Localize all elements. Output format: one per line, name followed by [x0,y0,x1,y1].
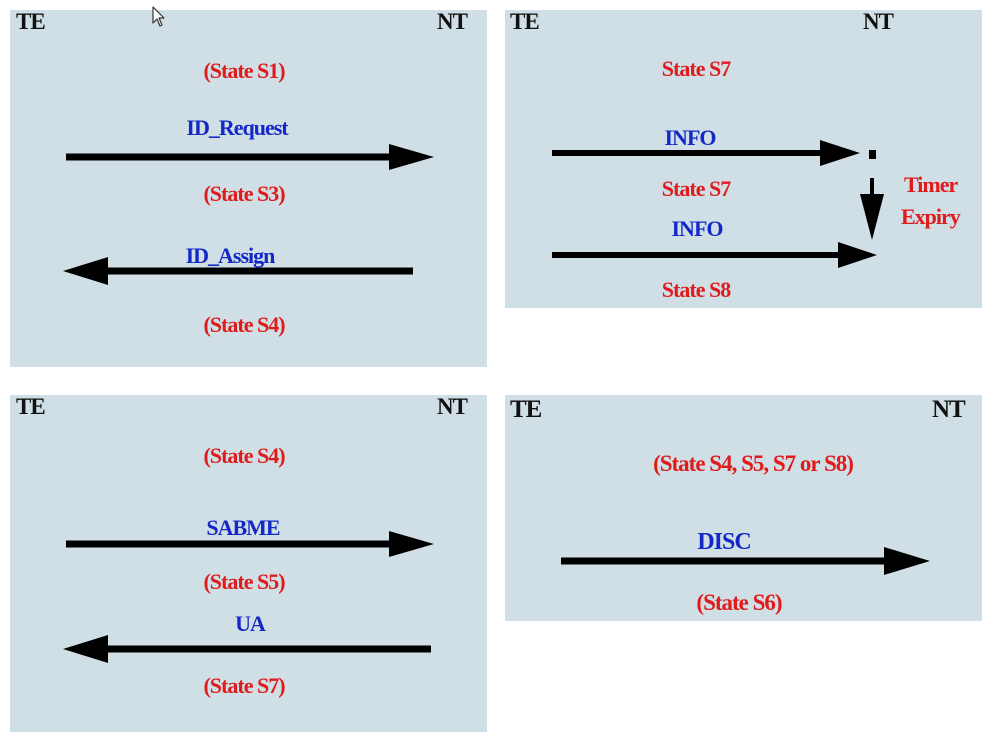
te-label: TE [510,9,540,34]
state-label: State S7 [661,176,731,201]
panel-id-request [10,10,487,367]
state-label: (State S7) [203,673,285,698]
state-label: (State S4) [203,443,285,468]
nt-label: NT [437,394,468,419]
message-label: SABME [206,515,280,540]
nt-label: NT [863,9,894,34]
timer-expiry-label: Expiry [901,204,961,229]
arrowhead [820,140,860,166]
state-label: State S7 [661,56,731,81]
message-label: ID_Assign [185,243,276,268]
state-label: (State S4, S5, S7 or S8) [653,451,854,476]
te-label: TE [16,9,46,34]
te-label: TE [16,394,46,419]
te-label: TE [510,396,542,423]
panel-info-timer [505,10,982,308]
message-label: UA [235,611,266,636]
state-label: (State S5) [203,569,285,594]
arrowhead [389,144,434,170]
arrowhead [63,257,108,285]
panel-disc [505,395,982,621]
message-label: ID_Request [186,115,288,140]
state-label: State S8 [661,277,731,302]
arrowhead [389,531,434,557]
timer-expiry-label: Timer [904,172,958,197]
state-label: (State S1) [203,58,285,83]
message-label: INFO [671,216,724,241]
state-label: (State S4) [203,312,285,337]
timer-start-mark [869,150,876,159]
timer-arrowhead [860,194,884,240]
state-label: (State S3) [203,181,285,206]
nt-label: NT [932,396,966,423]
arrowhead [884,547,930,575]
arrowhead [63,635,108,663]
state-label: (State S6) [696,590,782,615]
nt-label: NT [437,9,468,34]
message-label: DISC [697,529,751,555]
message-label: INFO [664,125,717,150]
mouse-pointer-icon [152,6,165,27]
arrowhead [838,242,877,268]
panel-sabme-ua [10,395,487,732]
